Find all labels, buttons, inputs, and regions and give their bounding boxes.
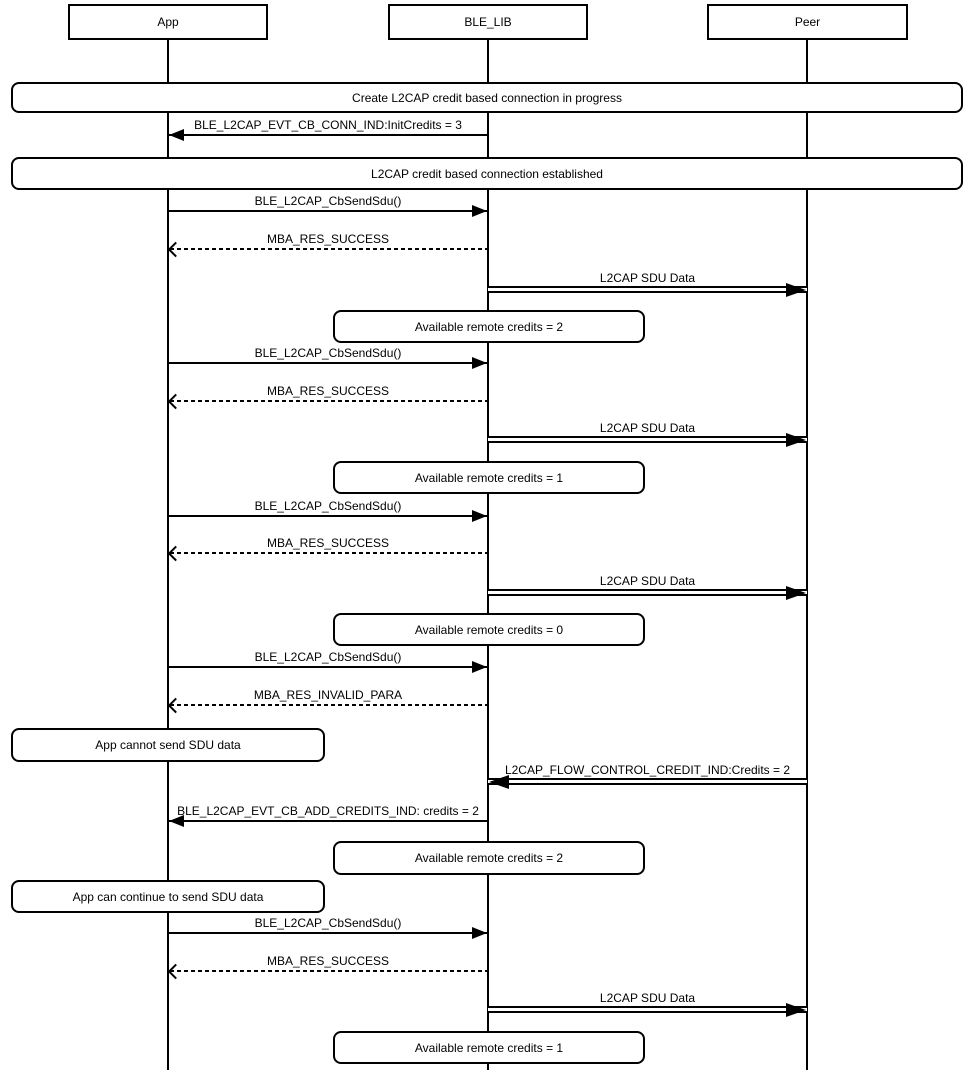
message-16-line	[170, 970, 488, 972]
lifeline-app	[167, 40, 169, 1070]
message-13-arrowhead-icon	[489, 775, 509, 789]
message-7-label-text: L2CAP SDU Data	[597, 421, 698, 437]
note-box: App cannot send SDU data	[11, 728, 325, 762]
message-17-label-text: L2CAP SDU Data	[597, 991, 698, 1007]
message-2-label-text: BLE_L2CAP_CbSendSdu()	[254, 194, 402, 208]
actor-label-peer: Peer	[794, 15, 821, 29]
actor-box-peer: Peer	[707, 4, 908, 40]
note-box: Available remote credits = 1	[333, 1031, 645, 1064]
message-7-arrowhead-icon	[786, 433, 806, 447]
message-17-line	[488, 1006, 807, 1013]
note-label: App can continue to send SDU data	[72, 889, 264, 904]
message-10-label-text: L2CAP SDU Data	[597, 574, 698, 590]
message-5-arrowhead-icon	[472, 357, 487, 369]
message-16-label-text: MBA_RES_SUCCESS	[266, 954, 390, 968]
message-1-label: BLE_L2CAP_EVT_CB_CONN_IND:InitCredits = …	[168, 116, 488, 133]
message-15-arrowhead-icon	[472, 927, 487, 939]
message-3-line	[170, 248, 488, 250]
message-8-line	[168, 515, 488, 517]
message-13-line	[488, 778, 807, 785]
note-label: Available remote credits = 0	[414, 622, 564, 637]
message-9-label-text: MBA_RES_SUCCESS	[266, 536, 390, 550]
message-15-label: BLE_L2CAP_CbSendSdu()	[168, 914, 488, 931]
message-4-label-text: L2CAP SDU Data	[597, 271, 698, 287]
note-box: Available remote credits = 2	[333, 310, 645, 343]
message-11-arrowhead-icon	[472, 661, 487, 673]
banner: L2CAP credit based connection establishe…	[11, 157, 963, 190]
message-7-label: L2CAP SDU Data	[488, 420, 807, 437]
note-box: Available remote credits = 0	[333, 613, 645, 646]
message-4-line	[488, 286, 807, 293]
message-12-line	[170, 704, 488, 706]
message-1-label-text: BLE_L2CAP_EVT_CB_CONN_IND:InitCredits = …	[194, 118, 462, 132]
note-box: Available remote credits = 1	[333, 461, 645, 494]
message-6-line	[170, 400, 488, 402]
lifeline-peer	[806, 40, 808, 1070]
message-9-line	[170, 552, 488, 554]
message-8-label: BLE_L2CAP_CbSendSdu()	[168, 497, 488, 514]
note-label: Available remote credits = 1	[414, 1040, 564, 1055]
message-10-arrowhead-icon	[786, 586, 806, 600]
message-9-label: MBA_RES_SUCCESS	[168, 534, 488, 551]
note-label: Available remote credits = 2	[414, 851, 564, 865]
note-label: Available remote credits = 2	[414, 319, 564, 334]
message-8-arrowhead-icon	[472, 510, 487, 522]
message-12-label: MBA_RES_INVALID_PARA	[168, 686, 488, 703]
banner-label: L2CAP credit based connection establishe…	[371, 166, 603, 181]
message-8-label-text: BLE_L2CAP_CbSendSdu()	[254, 499, 402, 513]
actor-box-ble_lib: BLE_LIB	[388, 4, 588, 40]
message-10-line	[488, 589, 807, 596]
message-17-arrowhead-icon	[786, 1003, 806, 1017]
message-12-label-text: MBA_RES_INVALID_PARA	[253, 688, 403, 702]
message-2-arrowhead-icon	[472, 205, 487, 217]
message-5-line	[168, 362, 488, 364]
message-14-line	[168, 820, 488, 822]
message-10-label: L2CAP SDU Data	[488, 573, 807, 590]
lifeline-ble_lib	[487, 40, 489, 1070]
banner: Create L2CAP credit based connection in …	[11, 82, 963, 113]
note-box: Available remote credits = 2	[333, 841, 645, 875]
actor-label-ble_lib: BLE_LIB	[464, 15, 512, 29]
message-15-line	[168, 932, 488, 934]
message-2-label: BLE_L2CAP_CbSendSdu()	[168, 192, 488, 209]
message-3-label: MBA_RES_SUCCESS	[168, 230, 488, 247]
message-1-arrowhead-icon	[169, 129, 184, 141]
message-13-label: L2CAP_FLOW_CONTROL_CREDIT_IND:Credits = …	[488, 762, 807, 779]
note-box: App can continue to send SDU data	[11, 880, 325, 913]
message-11-label-text: BLE_L2CAP_CbSendSdu()	[254, 650, 402, 664]
banner-label: Create L2CAP credit based connection in …	[352, 90, 622, 105]
message-14-label-text: BLE_L2CAP_EVT_CB_ADD_CREDITS_IND: credit…	[177, 804, 479, 818]
message-11-line	[168, 666, 488, 668]
message-2-line	[168, 210, 488, 212]
message-5-label: BLE_L2CAP_CbSendSdu()	[168, 344, 488, 361]
message-4-arrowhead-icon	[786, 283, 806, 297]
actor-label-app: App	[157, 15, 179, 29]
message-5-label-text: BLE_L2CAP_CbSendSdu()	[254, 346, 402, 360]
note-label: App cannot send SDU data	[95, 738, 241, 752]
message-6-label: MBA_RES_SUCCESS	[168, 382, 488, 399]
message-16-label: MBA_RES_SUCCESS	[168, 952, 488, 969]
message-14-label: BLE_L2CAP_EVT_CB_ADD_CREDITS_IND: credit…	[168, 802, 488, 819]
message-7-line	[488, 436, 807, 443]
message-6-label-text: MBA_RES_SUCCESS	[266, 384, 390, 398]
message-14-arrowhead-icon	[169, 815, 184, 827]
note-label: Available remote credits = 1	[414, 470, 564, 485]
message-4-label: L2CAP SDU Data	[488, 270, 807, 287]
message-3-label-text: MBA_RES_SUCCESS	[266, 232, 390, 246]
actor-box-app: App	[68, 4, 268, 40]
message-1-line	[168, 134, 488, 136]
message-13-label-text: L2CAP_FLOW_CONTROL_CREDIT_IND:Credits = …	[502, 763, 793, 779]
message-11-label: BLE_L2CAP_CbSendSdu()	[168, 648, 488, 665]
message-15-label-text: BLE_L2CAP_CbSendSdu()	[254, 916, 402, 930]
message-17-label: L2CAP SDU Data	[488, 990, 807, 1007]
